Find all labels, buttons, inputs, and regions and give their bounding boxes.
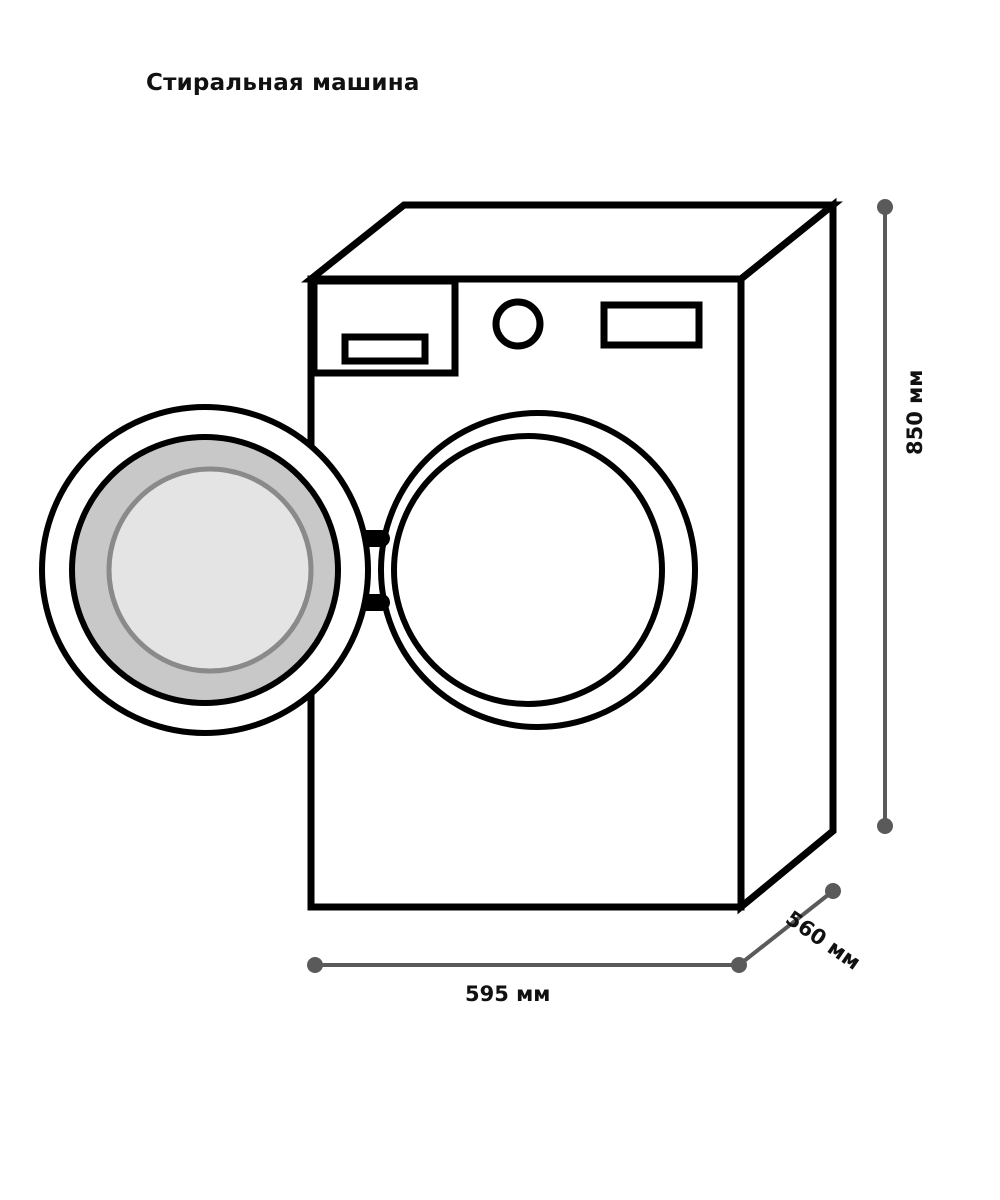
- page-title: Стиральная машина: [146, 70, 420, 96]
- height-dimension-endpoint-bottom: [877, 818, 893, 834]
- program-selector-knob[interactable]: [492, 298, 544, 350]
- width-dimension-endpoint-left: [307, 957, 323, 973]
- height-dimension-endpoint-top: [877, 199, 893, 215]
- right-side-panel: [737, 197, 837, 915]
- depth-dimension-endpoint: [825, 883, 841, 899]
- depth-dimension-line: [737, 889, 835, 967]
- drum-opening-inner-ring: [391, 433, 665, 707]
- drawer-handle-slot[interactable]: [341, 333, 429, 365]
- control-display[interactable]: [600, 301, 703, 349]
- door-glass[interactable]: [106, 466, 314, 674]
- height-dimension-label: 850 мм: [903, 369, 927, 455]
- width-dimension-label: 595 мм: [465, 982, 551, 1006]
